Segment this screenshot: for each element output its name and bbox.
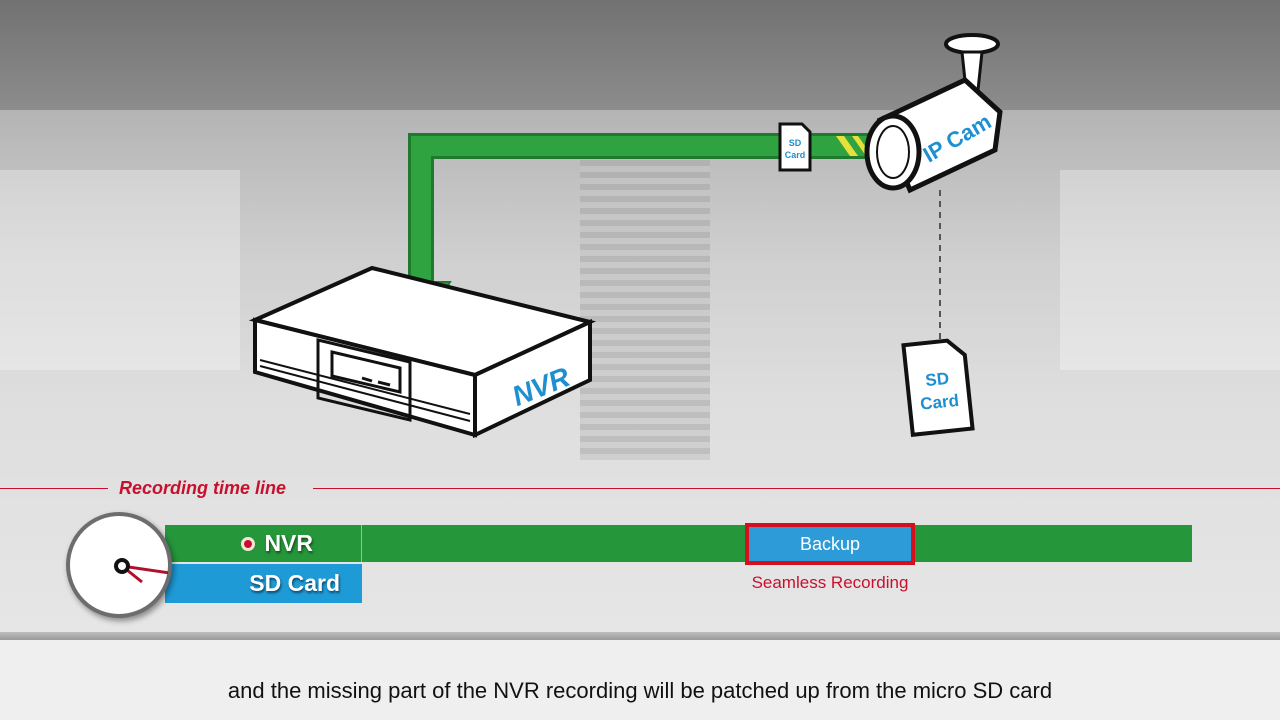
network-diagram: NVR IP Cam SD Card SD Card [248, 33, 1003, 439]
frame-divider [0, 632, 1280, 640]
timeline-title: Recording time line [119, 478, 287, 498]
divider-left [0, 488, 108, 489]
interrupted-segment [830, 136, 872, 156]
mall-left-wall [0, 170, 240, 370]
mall-right-wall [1060, 170, 1280, 370]
seamless-recording-label: Seamless Recording [751, 573, 909, 592]
small-sd-card-label-line2: Card [785, 150, 806, 160]
nvr-device: NVR [248, 265, 597, 439]
small-sd-card: SD Card [778, 122, 812, 172]
video-frame: NVR IP Cam SD Card SD Card Recording tim… [0, 0, 1280, 640]
clock-hands [114, 558, 168, 584]
backup-segment: Backup [745, 523, 915, 565]
large-sd-card-label-line2: Card [919, 391, 960, 414]
recording-dot-icon [241, 536, 256, 551]
divider-right [313, 488, 1280, 489]
escalator-stairs [580, 160, 710, 460]
subtitle-text: and the missing part of the NVR recordin… [227, 678, 1053, 703]
timeline-row-sd-card: SD Card [165, 564, 362, 603]
mall-upper-floor [0, 0, 1280, 110]
ip-camera: IP Cam [864, 33, 1003, 194]
sd-row-label: SD Card [249, 570, 340, 596]
subtitle-bar [0, 640, 1280, 720]
large-sd-card-label-line1: SD [924, 369, 949, 390]
timeline-row-nvr: NVR [165, 525, 362, 562]
clock-icon [66, 512, 172, 618]
small-sd-card-label-line1: SD [789, 138, 802, 148]
large-sd-card: SD Card [901, 338, 975, 437]
nvr-row-label: NVR [264, 530, 313, 556]
